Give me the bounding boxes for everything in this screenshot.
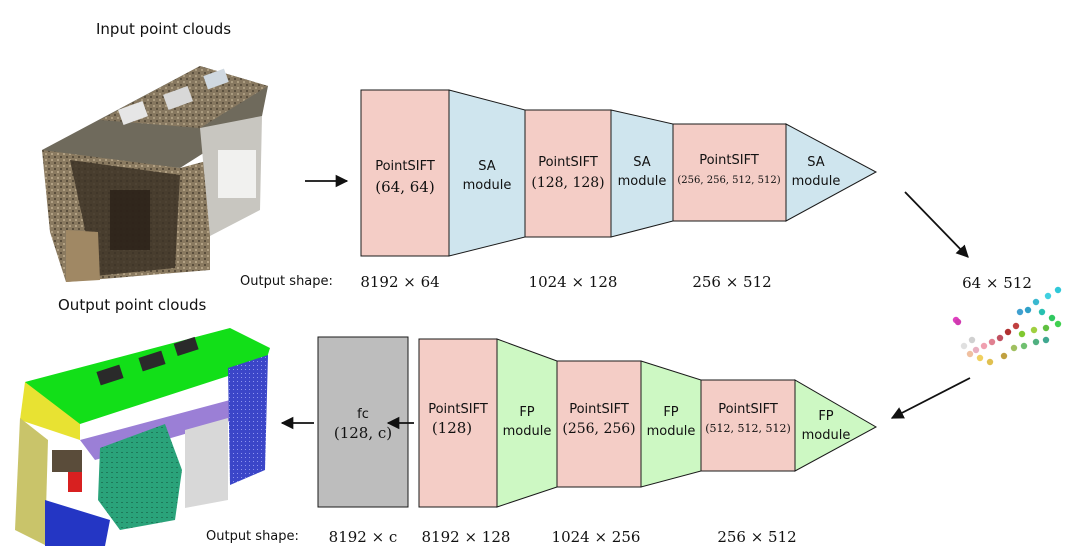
scatter-point <box>980 342 988 350</box>
decoder-shape-2: 8192 × 128 <box>422 528 511 546</box>
decoder-fp-1-subtitle: module <box>503 424 552 439</box>
scatter-point <box>1020 342 1028 350</box>
scatter-point <box>1018 330 1026 338</box>
scatter-point <box>1024 306 1032 314</box>
encoder-sa-1-subtitle: module <box>463 178 512 193</box>
fc-title: fc <box>357 407 369 422</box>
bottleneck-shape-label: 64 × 512 <box>962 274 1032 292</box>
encoder-sa-1-title: SA <box>478 159 495 174</box>
scatter-point <box>960 342 968 350</box>
output-point-cloud-image <box>15 328 270 546</box>
encoder-block-1-params: (64, 64) <box>375 178 434 196</box>
encoder-block-3-title: PointSIFT <box>699 153 759 168</box>
encoder-pointsift-block-1 <box>360 89 450 257</box>
scatter-point <box>1048 314 1056 322</box>
decoder-shape-3: 1024 × 256 <box>552 528 641 546</box>
decoder-block-2-title: PointSIFT <box>569 402 629 417</box>
scatter-point <box>976 354 984 362</box>
encoder-block-2-params: (128, 128) <box>531 175 604 191</box>
encoder-sa-2-title: SA <box>633 155 650 170</box>
decoder-block-1-title: PointSIFT <box>428 402 488 417</box>
scatter-point <box>1000 352 1008 360</box>
arrow-bottleneck-to-decoder <box>890 377 971 419</box>
scatter-point <box>954 318 962 326</box>
decoder-pointsift-block-1 <box>418 338 498 508</box>
input-point-cloud-image <box>42 66 268 282</box>
scatter-point <box>986 358 994 366</box>
scatter-point <box>1006 312 1014 320</box>
scatter-point <box>1004 328 1012 336</box>
scatter-point <box>996 334 1004 342</box>
encoder-pointsift-block-3 <box>672 123 787 222</box>
decoder-fp-2-title: FP <box>663 405 678 420</box>
decoder-block-3-params: (512, 512, 512) <box>705 422 791 435</box>
scatter-point <box>988 338 996 346</box>
decoder-block-1-params: (128) <box>432 419 472 437</box>
scatter-point <box>1038 308 1046 316</box>
encoder-sa-3-title: SA <box>807 155 824 170</box>
encoder-output-shape-label: Output shape: <box>240 274 333 289</box>
encoder-sa-3-subtitle: module <box>792 174 841 189</box>
encoder-sa-2-subtitle: module <box>618 174 667 189</box>
output-point-clouds-label: Output point clouds <box>58 296 207 314</box>
decoder-fp-module-3 <box>794 379 878 472</box>
decoder-fp-1-title: FP <box>519 405 534 420</box>
scatter-point <box>1042 324 1050 332</box>
decoder-network: fc (128, c) PointSIFT (128) FP module Po… <box>206 336 878 546</box>
scatter-point <box>1032 338 1040 346</box>
decoder-fp-module-1 <box>496 338 558 508</box>
scatter-point <box>1054 320 1062 328</box>
scatter-point <box>972 346 980 354</box>
encoder-network: PointSIFT (64, 64) SA module PointSIFT (… <box>240 89 878 291</box>
scatter-point <box>968 336 976 344</box>
encoder-shape-1: 8192 × 64 <box>360 273 439 291</box>
arrow-encoder-to-bottleneck <box>904 191 969 258</box>
decoder-fp-2-subtitle: module <box>647 424 696 439</box>
scatter-point <box>1010 344 1018 352</box>
scatter-point <box>1042 336 1050 344</box>
encoder-pointsift-block-2 <box>524 109 612 238</box>
fc-layer <box>317 336 409 508</box>
encoder-sa-module-3 <box>785 123 878 222</box>
scatter-point <box>1030 326 1038 334</box>
scatter-point <box>1054 286 1062 294</box>
decoder-fp-3-subtitle: module <box>802 428 851 443</box>
encoder-block-2-title: PointSIFT <box>538 155 598 170</box>
decoder-shape-4: 256 × 512 <box>717 528 796 546</box>
decoder-block-2-params: (256, 256) <box>562 421 635 437</box>
scatter-point <box>966 350 974 358</box>
bottleneck-feature-scatter <box>952 286 1062 366</box>
decoder-output-shape-label: Output shape: <box>206 529 299 544</box>
scatter-point <box>1044 292 1052 300</box>
scatter-point <box>1032 298 1040 306</box>
decoder-shape-1: 8192 × c <box>329 528 398 546</box>
scatter-point <box>1016 308 1024 316</box>
encoder-block-1-title: PointSIFT <box>375 159 435 174</box>
encoder-block-3-params: (256, 256, 512, 512) <box>677 175 780 186</box>
encoder-shape-3: 256 × 512 <box>692 273 771 291</box>
decoder-block-3-title: PointSIFT <box>718 402 778 417</box>
decoder-fp-3-title: FP <box>818 409 833 424</box>
scatter-point <box>1012 322 1020 330</box>
encoder-shape-2: 1024 × 128 <box>529 273 618 291</box>
fc-params: (128, c) <box>334 424 392 442</box>
input-point-clouds-label: Input point clouds <box>96 20 232 38</box>
